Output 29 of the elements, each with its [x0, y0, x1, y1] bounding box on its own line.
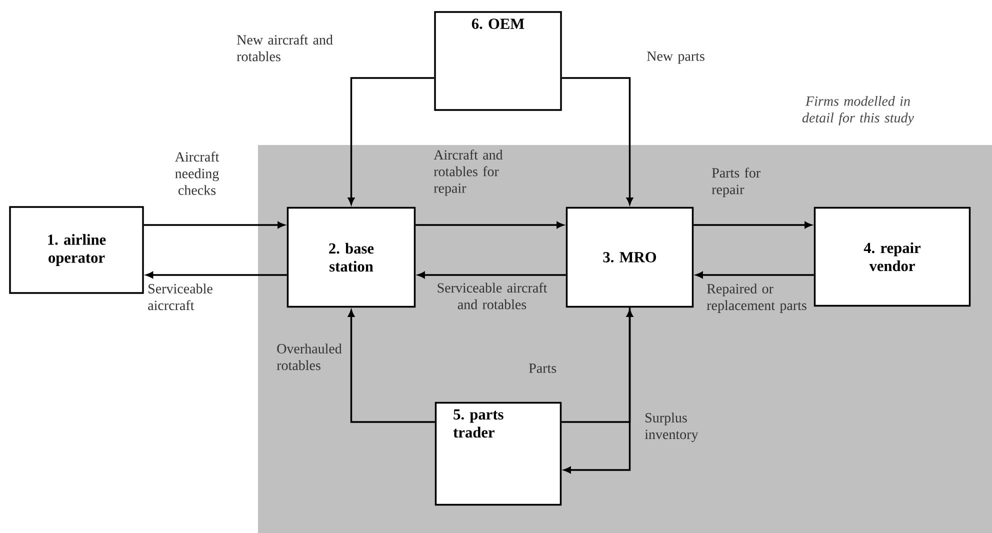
edge-label: Serviceable aicrcraft — [148, 284, 212, 310]
arrow — [146, 272, 287, 278]
arrow — [694, 222, 812, 228]
edge-label: Aircraft needing checks — [175, 152, 220, 195]
arrow — [696, 272, 814, 278]
edge-label: Overhauled rotables — [276, 344, 342, 370]
arrow — [418, 272, 566, 278]
process-box: 1. airline operator — [9, 206, 144, 294]
arrow — [562, 77, 633, 205]
edge-label: New parts — [647, 52, 704, 64]
edge-label: Surplus inventory — [644, 412, 698, 442]
arrow — [562, 310, 633, 423]
edge-label: Serviceable aircraft and rotables — [438, 282, 548, 310]
process-box: 4. repair vendor — [814, 206, 971, 307]
edge-label: Repaired or replacement parts — [706, 284, 806, 313]
edge-label: Parts for repair — [712, 168, 760, 198]
process-box: 5. parts trader — [434, 402, 562, 506]
arrow — [144, 222, 285, 228]
arrow — [348, 77, 434, 205]
region-heading: Firms modelled in detail for this study — [802, 96, 914, 126]
process-box: 6. OEM — [434, 11, 562, 111]
arrow — [416, 222, 564, 228]
process-box: 2. base station — [286, 206, 416, 308]
arrow — [348, 310, 435, 423]
edge-label: Aircraft and rotables for repair — [434, 150, 503, 196]
arrow — [564, 308, 631, 474]
edge-label: Parts — [529, 364, 556, 373]
process-box: 3. MRO — [566, 206, 694, 308]
edge-label: New aircraft and rotables — [236, 34, 333, 62]
